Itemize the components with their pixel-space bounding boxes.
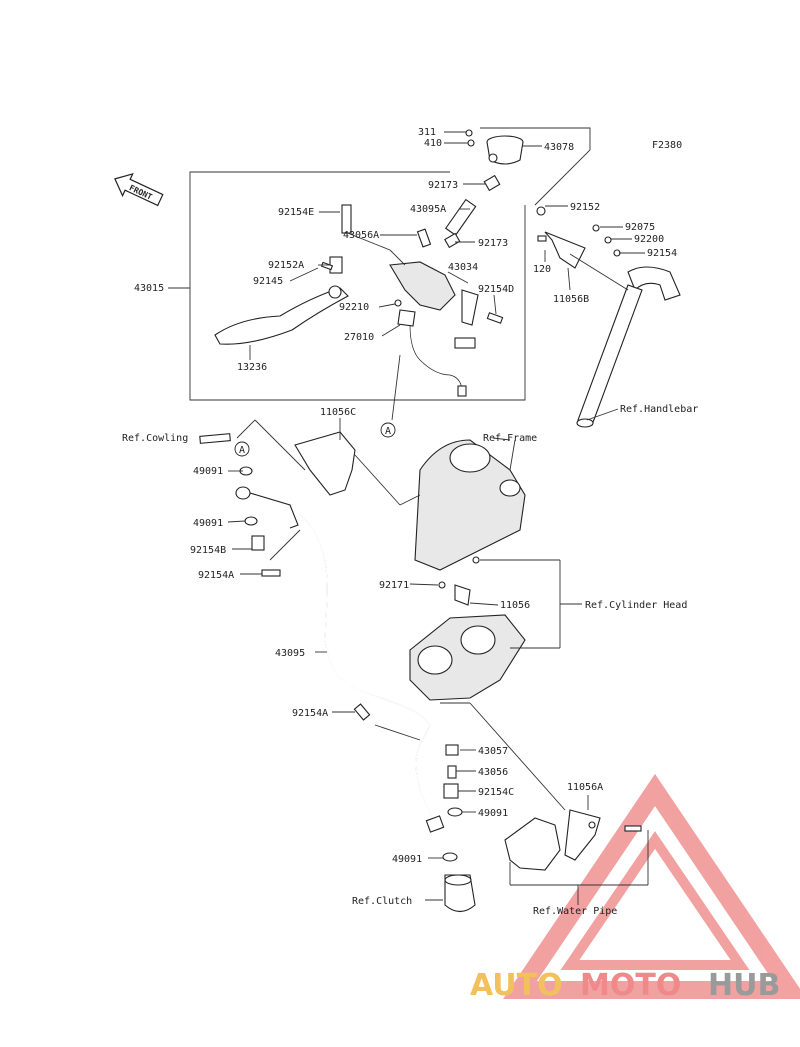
part-92210: 92210 (339, 302, 369, 313)
part-92154b: 92154B (190, 545, 226, 556)
ref-cylinder-head: Ref.Cylinder Head (585, 600, 687, 611)
svg-text:A: A (385, 426, 391, 437)
part-43034: 43034 (448, 262, 478, 273)
callout-a-upper: A (380, 422, 396, 438)
part-92154a-b: 92154A (292, 708, 328, 719)
part-311: 311 (418, 127, 436, 138)
part-92154: 92154 (647, 248, 677, 259)
part-92171: 92171 (379, 580, 409, 591)
part-92152a: 92152A (268, 260, 304, 271)
watermark-moto: MOTO (580, 968, 681, 1003)
callout-a-lower: A (234, 441, 250, 457)
part-92173-b: 92173 (478, 238, 508, 249)
part-43056a: 43056A (343, 230, 379, 241)
part-43015: 43015 (134, 283, 164, 294)
reservoir-part (444, 129, 524, 249)
ref-cowling: Ref.Cowling (122, 433, 188, 444)
clutch-lever-part (214, 261, 349, 345)
reference-labels: Ref.Handlebar Ref.Cowling Ref.Frame Ref.… (122, 404, 698, 917)
banjo-fitting-lower (353, 703, 463, 862)
handlebar-part (536, 206, 681, 428)
watermark-hub: HUB (708, 968, 780, 1003)
part-43056: 43056 (478, 767, 508, 778)
ref-clutch: Ref.Clutch (352, 896, 412, 907)
part-92173-a: 92173 (428, 180, 458, 191)
ref-water-pipe: Ref.Water Pipe (533, 906, 617, 917)
part-92145: 92145 (253, 276, 283, 287)
part-120: 120 (533, 264, 551, 275)
leader-lines-lower (227, 418, 649, 905)
bracket-11056c-part (199, 431, 356, 496)
ref-frame: Ref.Frame (483, 433, 537, 444)
svg-text:A: A (239, 445, 245, 456)
part-11056: 11056 (500, 600, 530, 611)
part-11056c: 11056C (320, 407, 356, 418)
part-49091-d: 49091 (392, 854, 422, 865)
part-27010: 27010 (344, 332, 374, 343)
switch-wire (409, 324, 463, 393)
part-92154d: 92154D (478, 284, 514, 295)
part-labels: 311 410 43078 92173 92152 43095A 92075 9… (134, 127, 677, 865)
watermark-triangle (503, 773, 800, 999)
part-410: 410 (424, 138, 442, 149)
part-92154e: 92154E (278, 207, 314, 218)
front-arrow-icon: FRONT (114, 172, 164, 207)
leader-lines-upper (249, 131, 645, 421)
part-13236: 13236 (237, 362, 267, 373)
cylinder-head-part (409, 556, 526, 701)
water-pipe-bracket-part (504, 809, 642, 871)
part-49091-a: 49091 (193, 466, 223, 477)
frame-part (354, 439, 526, 571)
banjo-fitting-upper (235, 466, 299, 577)
part-49091-c: 49091 (478, 808, 508, 819)
part-92152: 92152 (570, 202, 600, 213)
part-92200: 92200 (634, 234, 664, 245)
watermark-logo: AUTO MOTO HUB (470, 968, 780, 1003)
diagram-code: F2380 (652, 140, 682, 151)
part-43095a: 43095A (410, 204, 446, 215)
part-49091-b: 49091 (193, 518, 223, 529)
part-92075: 92075 (625, 222, 655, 233)
clutch-slave-part (444, 874, 476, 913)
part-43057: 43057 (478, 746, 508, 757)
ref-handlebar: Ref.Handlebar (620, 404, 698, 415)
master-cylinder-box (189, 171, 526, 401)
part-43078: 43078 (544, 142, 574, 153)
part-11056b: 11056B (553, 294, 589, 305)
part-43095: 43095 (275, 648, 305, 659)
part-11056a: 11056A (567, 782, 603, 793)
watermark-auto: AUTO (470, 968, 563, 1003)
master-cylinder-body (329, 204, 504, 327)
part-92154a-a: 92154A (198, 570, 234, 581)
part-92154c: 92154C (478, 787, 514, 798)
